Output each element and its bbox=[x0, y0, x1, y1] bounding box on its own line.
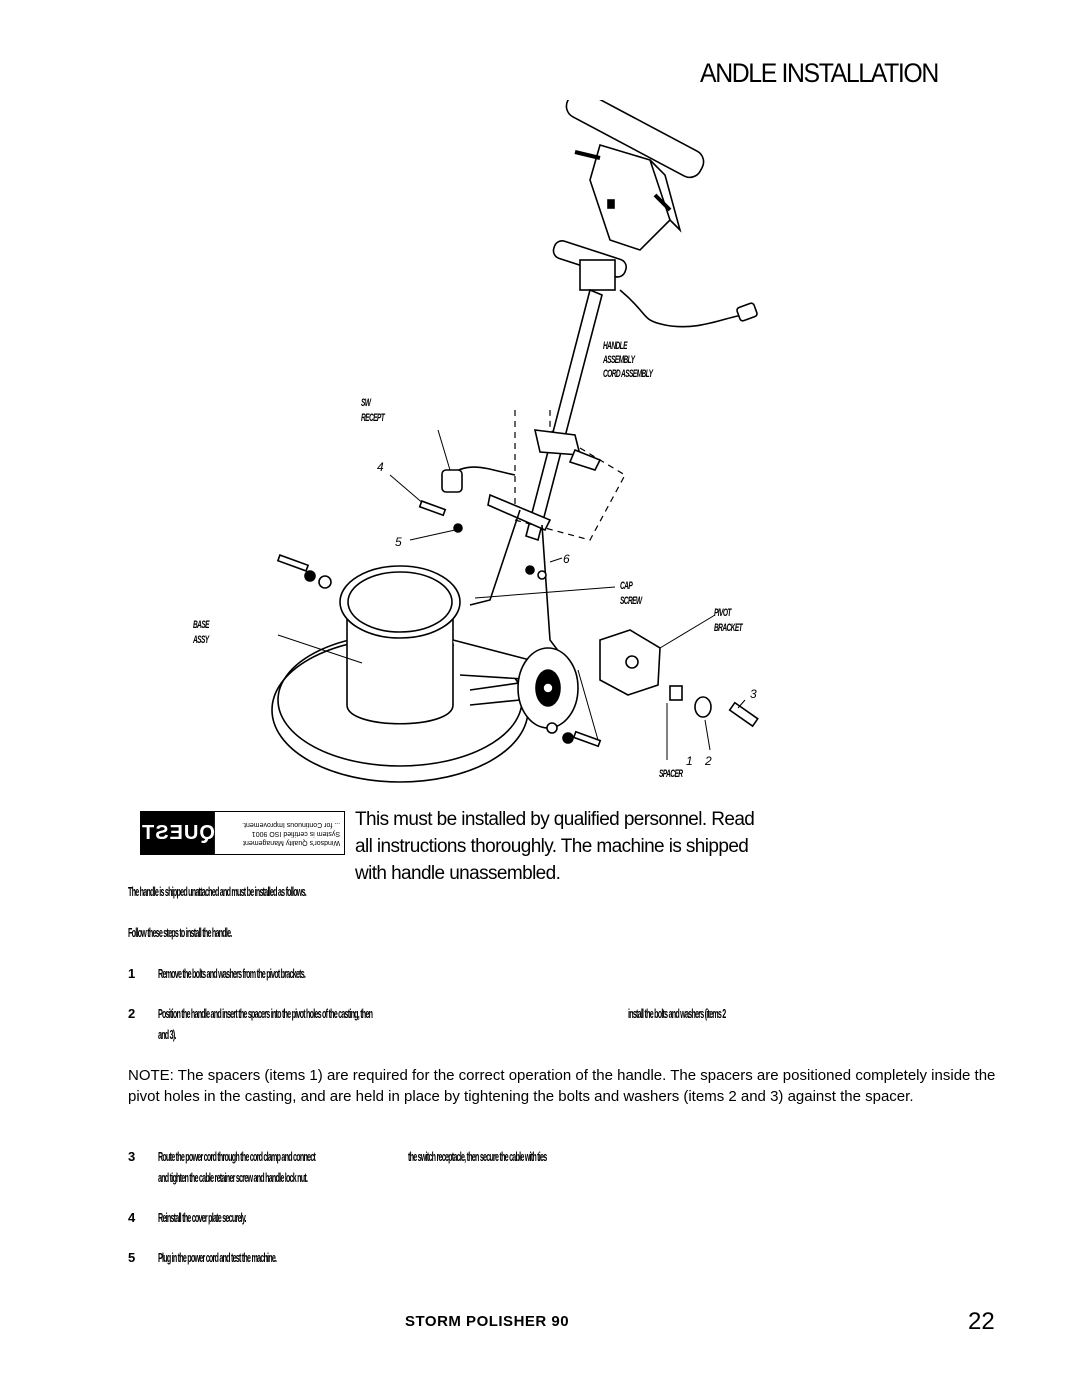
step-3-tail: the switch receptacle, then secure the c… bbox=[408, 1149, 547, 1164]
label-base-assy-2: ASSY bbox=[193, 634, 209, 646]
label-pivot-bracket-1: PIVOT bbox=[714, 607, 731, 619]
quest-logo: QUEST bbox=[141, 812, 215, 854]
step-2-number: 2 bbox=[128, 1006, 136, 1021]
callout-2: 2 bbox=[705, 754, 712, 768]
label-sw-recept-1: SW bbox=[361, 397, 371, 409]
label-handle-assembly-3: CORD ASSEMBLY bbox=[603, 368, 653, 380]
label-pivot-bracket-2: BRACKET bbox=[714, 622, 743, 634]
step-2-tail: install the bolts and washers (items 2 bbox=[628, 1006, 726, 1021]
label-handle-assembly-1: HANDLE bbox=[603, 340, 628, 352]
callout-5: 5 bbox=[395, 535, 402, 549]
step-3-number: 3 bbox=[128, 1149, 136, 1164]
page-number: 22 bbox=[968, 1308, 995, 1335]
footer-model-name: STORM POLISHER 90 bbox=[405, 1313, 570, 1330]
handle-exploded-diagram bbox=[271, 100, 759, 783]
label-cap-screw-2: SCREW bbox=[620, 595, 642, 607]
step-1-text: Remove the bolts and washers from the pi… bbox=[158, 966, 306, 981]
label-base-assy-1: BASE bbox=[193, 619, 210, 631]
installation-warning: This must be installed by qualified pers… bbox=[355, 809, 755, 884]
callout-3: 3 bbox=[750, 687, 757, 701]
label-spacer: SPACER bbox=[659, 768, 683, 780]
step-5-text: Plug in the power cord and test the mach… bbox=[158, 1250, 277, 1265]
note-paragraph: NOTE: The spacers (items 1) are required… bbox=[128, 1067, 996, 1105]
step-2-text: Position the handle and insert the space… bbox=[158, 1006, 373, 1021]
label-cap-screw-1: CAP bbox=[620, 580, 633, 592]
page-title: ANDLE INSTALLATION bbox=[700, 58, 939, 88]
handle-grip bbox=[565, 100, 705, 251]
step-2-cont: and 3). bbox=[158, 1027, 176, 1042]
step-3-text: Route the power cord through the cord cl… bbox=[158, 1149, 316, 1164]
callout-4: 4 bbox=[377, 460, 384, 474]
step-4-text: Reinstall the cover plate securely. bbox=[158, 1210, 247, 1225]
step-3-cont: and tighten the cable retainer screw and… bbox=[158, 1170, 308, 1185]
intro-line: The handle is shipped unattached and mus… bbox=[128, 884, 307, 899]
step-1-number: 1 bbox=[128, 966, 136, 981]
label-handle-assembly-2: ASSEMBLY bbox=[603, 354, 635, 366]
quality-certification-mark: QUEST Windsor's Quality Management Syste… bbox=[140, 811, 345, 855]
callout-6: 6 bbox=[563, 552, 570, 566]
quality-mark-text: Windsor's Quality Management System is c… bbox=[241, 820, 340, 846]
step-4-number: 4 bbox=[128, 1210, 136, 1225]
label-sw-recept-2: RECEPT bbox=[361, 412, 385, 424]
step-5-number: 5 bbox=[128, 1250, 136, 1265]
follow-line: Follow these steps to install the handle… bbox=[128, 925, 232, 940]
callout-1: 1 bbox=[686, 754, 693, 768]
